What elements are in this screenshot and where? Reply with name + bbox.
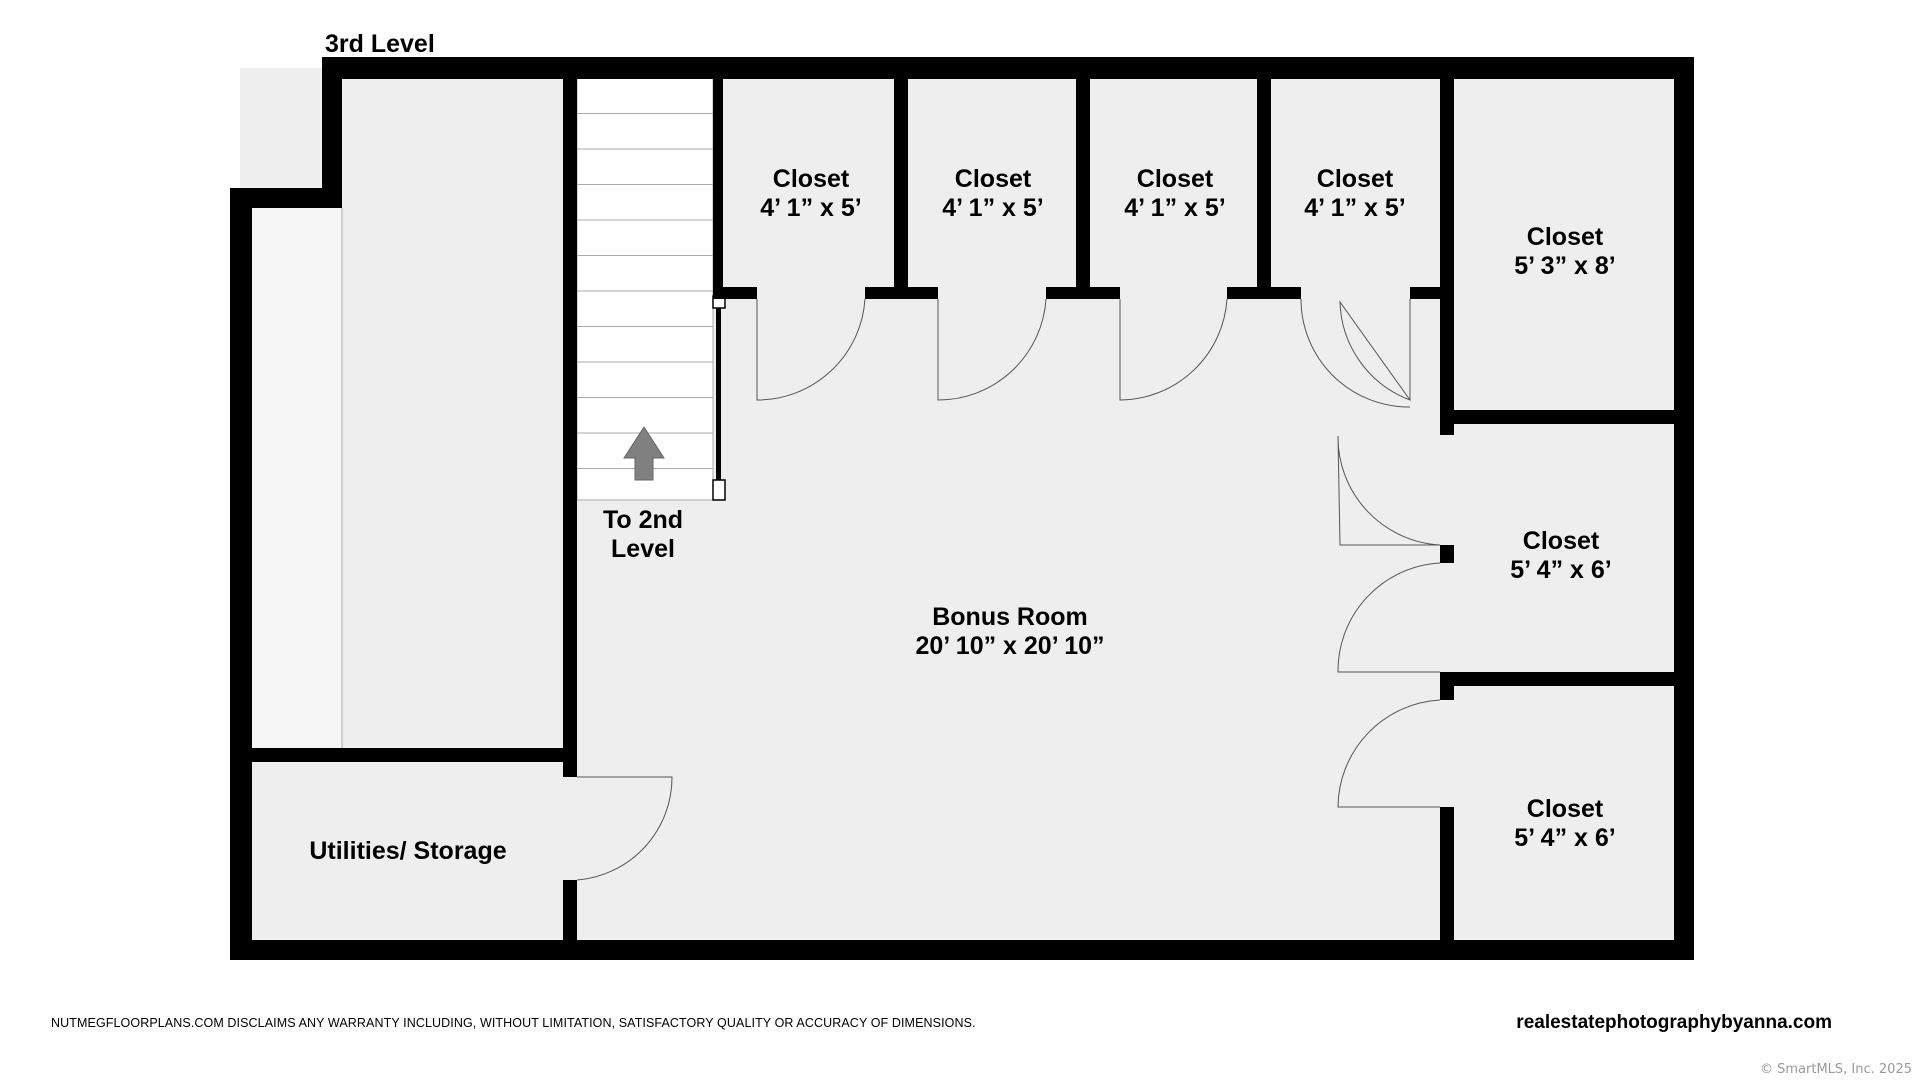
closet-4-dims: 4’ 1” x 5’ — [1304, 194, 1405, 222]
disclaimer-text: NUTMEGFLOORPLANS.COM DISCLAIMS ANY WARRA… — [51, 1016, 976, 1030]
door-closet-5 — [1339, 299, 1411, 402]
outer-wall-bottom — [230, 940, 1694, 960]
labels: 3rd Level To 2nd Level Bonus Room 20’ 10… — [309, 30, 1615, 865]
closet-2-name: Closet — [955, 165, 1032, 193]
wall-closet-1-left — [713, 79, 723, 299]
closet-1-name: Closet — [773, 165, 850, 193]
door-closet-6a — [1337, 435, 1441, 546]
door-closet-2 — [937, 298, 1047, 401]
door-closet-4 — [1300, 298, 1411, 408]
up-arrow-icon — [623, 426, 665, 481]
wall-right-closets-left-mid — [1440, 545, 1454, 563]
utilities-name: Utilities/ Storage — [309, 837, 506, 865]
outer-wall-top — [322, 57, 1694, 79]
stairs — [576, 77, 726, 501]
wall-stair-left — [563, 79, 577, 777]
walls — [230, 57, 1694, 960]
closet-3-name: Closet — [1137, 165, 1214, 193]
closet-5-name: Closet — [1527, 223, 1604, 251]
wall-closet-1-2 — [894, 79, 908, 299]
copyright-text: © SmartMLS, Inc. 2025 — [1759, 1062, 1912, 1077]
closet-5-dims: 5’ 3” x 8’ — [1514, 252, 1615, 280]
bonus-room-name: Bonus Room — [932, 603, 1088, 631]
wall-stair-left-lower — [563, 880, 577, 942]
wall-right-closets-6-7 — [1440, 672, 1674, 686]
bonus-room-dims: 20’ 10” x 20’ 10” — [915, 632, 1104, 660]
rail-post-bottom — [712, 479, 726, 501]
door-closet-3 — [1119, 298, 1228, 401]
outer-wall-right — [1674, 57, 1694, 960]
closet-3-dims: 4’ 1” x 5’ — [1124, 194, 1225, 222]
wall-right-closets-left-bottom — [1440, 807, 1454, 947]
wall-storage-top — [252, 748, 577, 762]
closet-6-dims: 5’ 4” x 6’ — [1510, 556, 1611, 584]
closet-1-dims: 4’ 1” x 5’ — [760, 194, 861, 222]
wall-closet-2-3 — [1076, 79, 1090, 299]
wall-right-closets-left-top — [1440, 299, 1454, 435]
outer-wall-step — [230, 188, 342, 208]
closet-4-name: Closet — [1317, 165, 1394, 193]
front-stub-3b — [1227, 287, 1301, 299]
stairs-label-line2: Level — [611, 535, 675, 563]
door-utilities — [576, 776, 673, 881]
closet-7-dims: 5’ 4” x 6’ — [1514, 824, 1615, 852]
front-stub-1b — [865, 287, 938, 299]
level-title: 3rd Level — [325, 30, 435, 58]
stair-rail — [716, 300, 721, 500]
closet-6-name: Closet — [1523, 527, 1600, 555]
left-strip-floor — [252, 208, 342, 748]
door-swings — [576, 298, 1441, 881]
door-closet-7 — [1337, 699, 1441, 808]
front-stub-1a — [713, 287, 757, 299]
stairs-label-line1: To 2nd — [603, 506, 683, 534]
wall-right-closets-5-6 — [1440, 410, 1674, 424]
wall-closet-4-5 — [1440, 79, 1454, 299]
front-stub-2b — [1046, 287, 1120, 299]
wall-right-closets-left-low — [1440, 672, 1454, 700]
website-text[interactable]: realestatephotographybyanna.com — [1516, 1012, 1832, 1033]
wall-closet-3-4 — [1257, 79, 1271, 299]
closet-2-dims: 4’ 1” x 5’ — [942, 194, 1043, 222]
front-stub-4b — [1410, 287, 1454, 299]
door-closet-6b — [1337, 562, 1441, 673]
outer-wall-top-left-jog — [322, 57, 342, 199]
closet-7-name: Closet — [1527, 795, 1604, 823]
outer-wall-left — [230, 188, 252, 960]
door-closet-1 — [756, 298, 866, 401]
